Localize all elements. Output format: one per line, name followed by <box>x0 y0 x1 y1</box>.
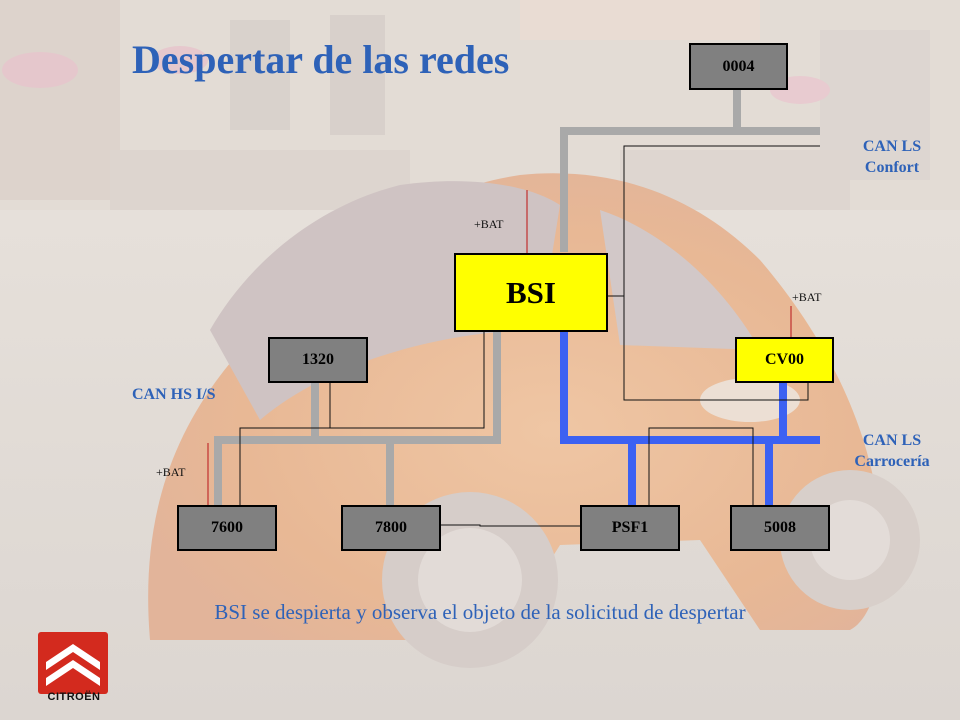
can-ls-confort-label-line2: Confort <box>864 159 920 176</box>
node-0004: 0004 <box>689 43 788 90</box>
wake-up-wires <box>239 145 820 527</box>
node-cv00: CV00 <box>735 337 834 383</box>
can-ls-carroceria-label-line2: Carrocería <box>854 453 930 470</box>
slide-title: Despertar de las redes <box>132 37 510 82</box>
can-hs-label: CAN HS I/S <box>132 386 216 403</box>
can-ls-confort-label: CAN LS Confort <box>842 136 942 178</box>
can-ls-confort-bus <box>560 90 820 252</box>
bat-label-7600: +BAT <box>156 465 186 479</box>
citroen-brand-text: CITROËN <box>47 691 101 703</box>
bat-label-cv00: +BAT <box>792 290 822 304</box>
can-ls-carroceria-label: CAN LS Carrocería <box>836 430 948 472</box>
bat-supply-lines <box>207 190 792 506</box>
can-hs-bus <box>214 331 501 506</box>
node-psf1: PSF1 <box>580 505 680 551</box>
can-ls-confort-label-line1: CAN LS <box>862 138 922 155</box>
bat-label-bsi: +BAT <box>474 217 504 231</box>
citroen-chevrons-logo <box>38 632 108 694</box>
can-ls-carroceria-bus <box>560 331 820 506</box>
node-7600: 7600 <box>177 505 277 551</box>
slide-caption: BSI se despierta y observa el objeto de … <box>214 600 746 624</box>
node-bsi: BSI <box>454 253 608 332</box>
node-1320: 1320 <box>268 337 368 383</box>
node-7800: 7800 <box>341 505 441 551</box>
node-5008: 5008 <box>730 505 830 551</box>
can-ls-carroceria-label-line1: CAN LS <box>862 432 922 449</box>
